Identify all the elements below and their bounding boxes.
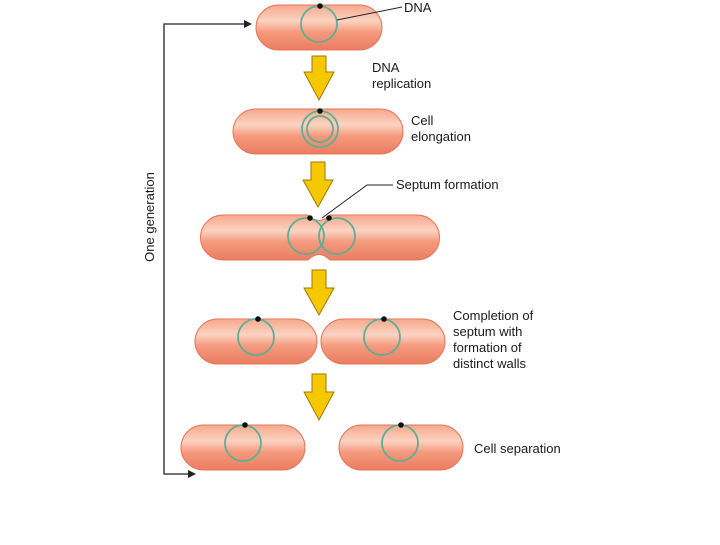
dna-attachment-dot-left xyxy=(255,316,261,322)
process-arrow-4 xyxy=(303,373,335,422)
cell-body xyxy=(255,4,383,51)
cell-stage-5 xyxy=(180,422,464,471)
dna-attachment-dot-left xyxy=(242,422,248,428)
dna-attachment-dot xyxy=(317,3,323,9)
dna-attachment-dot-right xyxy=(326,215,332,221)
dna-ring-right xyxy=(318,217,356,255)
cell-stage-3 xyxy=(200,214,440,261)
label-septum-formation: Septum formation xyxy=(396,177,499,192)
one-generation-label: One generation xyxy=(142,172,157,262)
label-dna: DNA xyxy=(404,0,432,15)
dna-ring-left xyxy=(287,217,325,255)
dna-attachment-dot-right xyxy=(381,316,387,322)
dna-attachment-dot-left xyxy=(307,215,313,221)
process-arrow-3 xyxy=(303,269,335,317)
dna-ring-replicated xyxy=(306,115,334,143)
process-arrow-1 xyxy=(303,55,335,102)
generation-bracket xyxy=(163,20,252,478)
cell-body-left xyxy=(180,424,306,471)
cell-body-right xyxy=(338,424,464,471)
cell-stage-1 xyxy=(255,3,383,51)
label-cell-separation: Cell separation xyxy=(474,441,561,456)
dna-leader-line xyxy=(336,6,403,21)
label-completion-of-septum: Completion of septum with formation of d… xyxy=(453,308,534,371)
cell-stage-2 xyxy=(232,108,404,155)
process-arrow-2 xyxy=(302,161,334,209)
cell-body xyxy=(200,214,440,261)
septum-leader-line xyxy=(321,184,393,219)
dna-attachment-dot-right xyxy=(398,422,404,428)
label-dna-replication: DNA replication xyxy=(372,60,432,91)
cell-body-left xyxy=(194,318,318,365)
cell-stage-4 xyxy=(194,316,446,365)
label-cell-elongation: Cell elongation xyxy=(411,113,471,144)
dna-attachment-dot xyxy=(317,108,323,114)
cell-body-right xyxy=(320,318,446,365)
cell-body xyxy=(232,108,404,155)
